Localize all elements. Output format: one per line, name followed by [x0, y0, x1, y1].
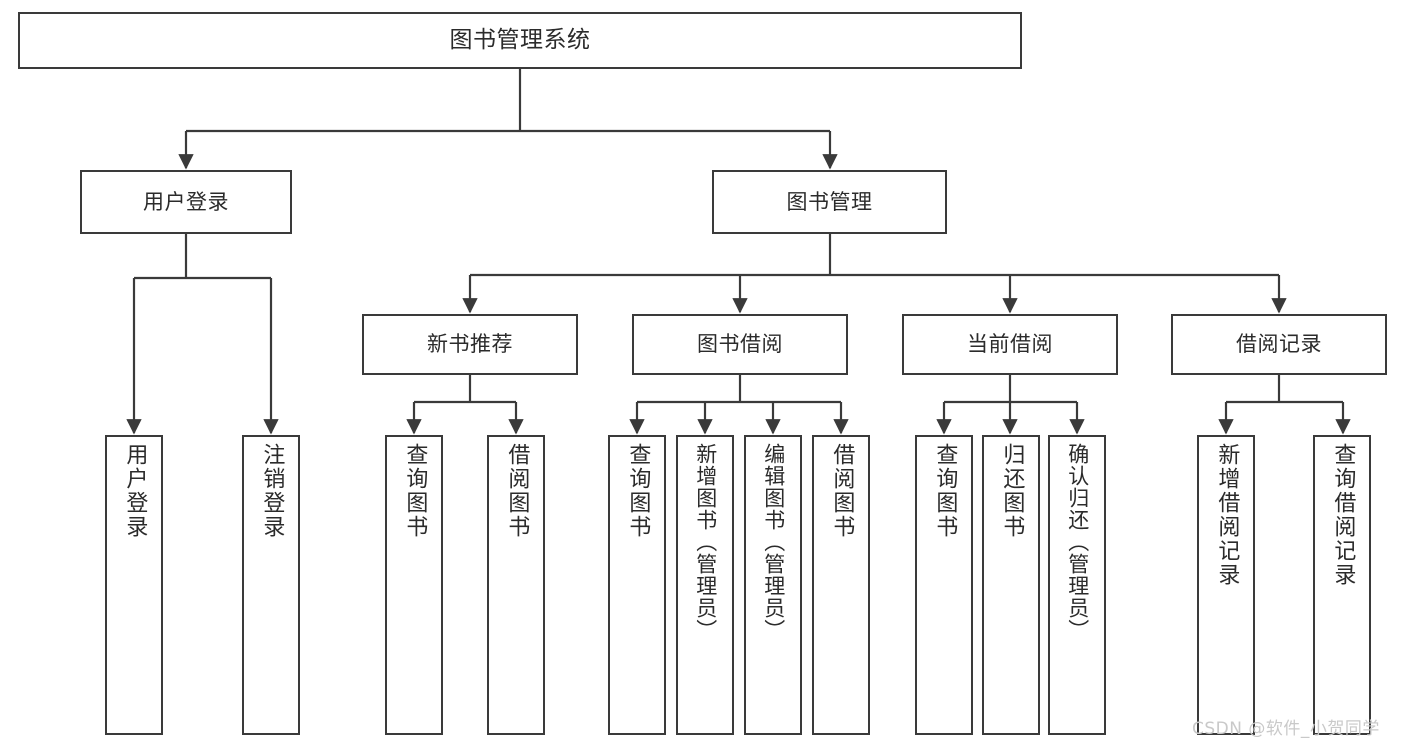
node-borrow-record[interactable]: 借阅记录: [1171, 314, 1387, 375]
node-label: 注销登录: [259, 443, 285, 539]
csdn-watermark: CSDN @软件_小贺同学: [1192, 719, 1380, 739]
leaf-query-book-recommend[interactable]: 查询图书: [385, 435, 443, 735]
node-label: 新增图书（管理员）: [693, 443, 718, 641]
node-label: 查询图书: [625, 443, 651, 539]
node-label: 查询借阅记录: [1330, 443, 1356, 587]
node-label: 用户登录: [143, 189, 229, 214]
node-label: 图书管理系统: [449, 26, 591, 53]
leaf-borrow-book[interactable]: 借阅图书: [812, 435, 870, 735]
leaf-user-login[interactable]: 用户登录: [105, 435, 163, 735]
leaf-add-book-admin[interactable]: 新增图书（管理员）: [676, 435, 734, 735]
leaf-query-borrow-record[interactable]: 查询借阅记录: [1313, 435, 1371, 735]
node-label: 借阅图书: [829, 443, 855, 539]
node-label: 新增借阅记录: [1214, 443, 1240, 587]
node-new-book-recommend[interactable]: 新书推荐: [362, 314, 578, 375]
node-label: 借阅记录: [1236, 332, 1322, 357]
node-label: 新书推荐: [427, 332, 513, 357]
node-label: 编辑图书（管理员）: [761, 443, 786, 641]
node-user-login[interactable]: 用户登录: [80, 170, 292, 234]
node-label: 确认归还（管理员）: [1065, 443, 1090, 641]
node-label: 归还图书: [999, 443, 1025, 539]
node-label: 用户登录: [122, 443, 148, 539]
node-book-borrow[interactable]: 图书借阅: [632, 314, 848, 375]
node-label: 当前借阅: [967, 332, 1053, 357]
node-label: 图书借阅: [697, 332, 783, 357]
node-current-borrow[interactable]: 当前借阅: [902, 314, 1118, 375]
node-label: 图书管理: [786, 189, 873, 214]
leaf-query-book-borrow[interactable]: 查询图书: [608, 435, 666, 735]
node-root-book-management-system[interactable]: 图书管理系统: [18, 12, 1022, 69]
leaf-confirm-return-admin[interactable]: 确认归还（管理员）: [1048, 435, 1106, 735]
node-label: 查询图书: [932, 443, 958, 539]
node-label: 借阅图书: [504, 443, 530, 539]
leaf-logout[interactable]: 注销登录: [242, 435, 300, 735]
leaf-return-book[interactable]: 归还图书: [982, 435, 1040, 735]
node-book-management[interactable]: 图书管理: [712, 170, 947, 234]
leaf-query-book-current[interactable]: 查询图书: [915, 435, 973, 735]
leaf-edit-book-admin[interactable]: 编辑图书（管理员）: [744, 435, 802, 735]
leaf-add-borrow-record[interactable]: 新增借阅记录: [1197, 435, 1255, 735]
node-label: 查询图书: [402, 443, 428, 539]
leaf-borrow-book-recommend[interactable]: 借阅图书: [487, 435, 545, 735]
